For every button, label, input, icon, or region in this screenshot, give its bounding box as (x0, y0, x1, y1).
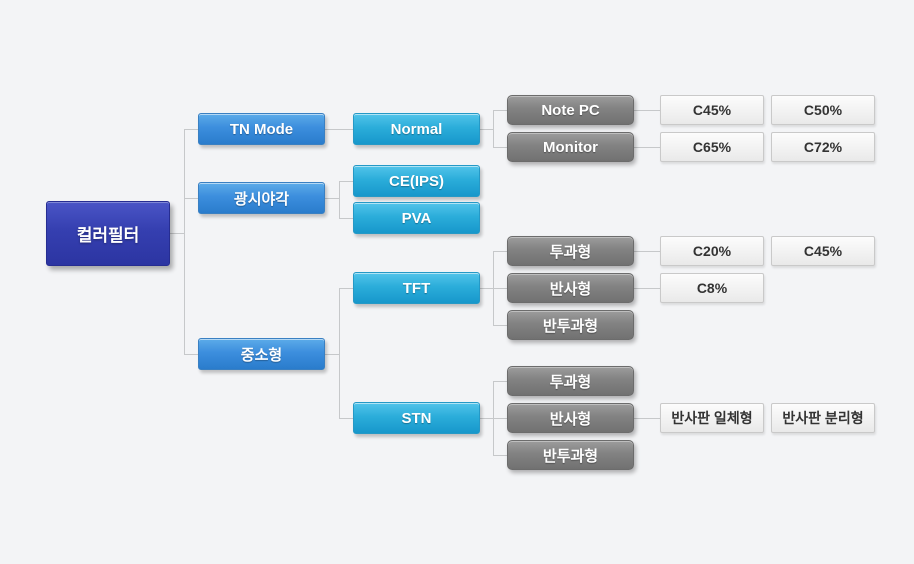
result-monitor-c72: C72% (771, 132, 875, 162)
connector-wideviewing-junction (325, 198, 339, 199)
result-reflector-separated: 반사판 분리형 (771, 403, 875, 433)
connector-junction-tft-transflective (493, 325, 507, 326)
connector-trunk-tn-mode (184, 129, 198, 130)
result-tft-c8: C8% (660, 273, 764, 303)
connector-trunk-wide-viewing (184, 198, 198, 199)
result-tft-c45: C45% (771, 236, 875, 266)
connector-junction-pva (339, 218, 353, 219)
connector-trunk-small-medium (184, 354, 198, 355)
connector-wideviewing-vertical (339, 181, 340, 218)
node-stn: STN (353, 402, 480, 434)
node-tn-mode: TN Mode (198, 113, 325, 145)
result-notepc-c45: C45% (660, 95, 764, 125)
connector-junction-stn-reflective (493, 418, 507, 419)
node-tft-transflective: 반투과형 (507, 310, 634, 340)
connector-tnmode-normal (325, 129, 353, 130)
connector-junction-stn (339, 418, 353, 419)
connector-junction-stn-transmissive (493, 381, 507, 382)
node-small-medium: 중소형 (198, 338, 325, 370)
connector-junction-tft-transmissive (493, 251, 507, 252)
result-notepc-c50: C50% (771, 95, 875, 125)
connector-normal-vertical (493, 110, 494, 147)
node-wide-viewing-angle: 광시야각 (198, 182, 325, 214)
node-monitor: Monitor (507, 132, 634, 162)
node-tft-reflective: 반사형 (507, 273, 634, 303)
connector-junction-stn-transflective (493, 455, 507, 456)
node-normal: Normal (353, 113, 480, 145)
connector-junction-monitor (493, 147, 507, 148)
connector-notepc-result (634, 110, 660, 111)
node-stn-transflective: 반투과형 (507, 440, 634, 470)
connector-stn-junction (480, 418, 493, 419)
connector-root-trunk (170, 233, 184, 234)
connector-smallmedium-vertical (339, 288, 340, 418)
connector-normal-junction (480, 129, 493, 130)
result-monitor-c65: C65% (660, 132, 764, 162)
result-reflector-integrated: 반사판 일체형 (660, 403, 764, 433)
connector-tft-junction (480, 288, 493, 289)
node-ce-ips: CE(IPS) (353, 165, 480, 197)
connector-junction-tft-reflective (493, 288, 507, 289)
connector-monitor-result (634, 147, 660, 148)
node-tft-transmissive: 투과형 (507, 236, 634, 266)
node-pva: PVA (353, 202, 480, 234)
connector-tft-reflective-result (634, 288, 660, 289)
node-color-filter: 컬러필터 (46, 201, 170, 266)
connector-trunk-vertical (184, 129, 185, 354)
result-tft-c20: C20% (660, 236, 764, 266)
node-stn-transmissive: 투과형 (507, 366, 634, 396)
node-tft: TFT (353, 272, 480, 304)
connector-junction-tft (339, 288, 353, 289)
connector-stn-reflective-result (634, 418, 660, 419)
connector-junction-ceips (339, 181, 353, 182)
connector-junction-notepc (493, 110, 507, 111)
connector-tft-transmissive-result (634, 251, 660, 252)
connector-smallmedium-junction (325, 354, 339, 355)
node-stn-reflective: 반사형 (507, 403, 634, 433)
node-note-pc: Note PC (507, 95, 634, 125)
